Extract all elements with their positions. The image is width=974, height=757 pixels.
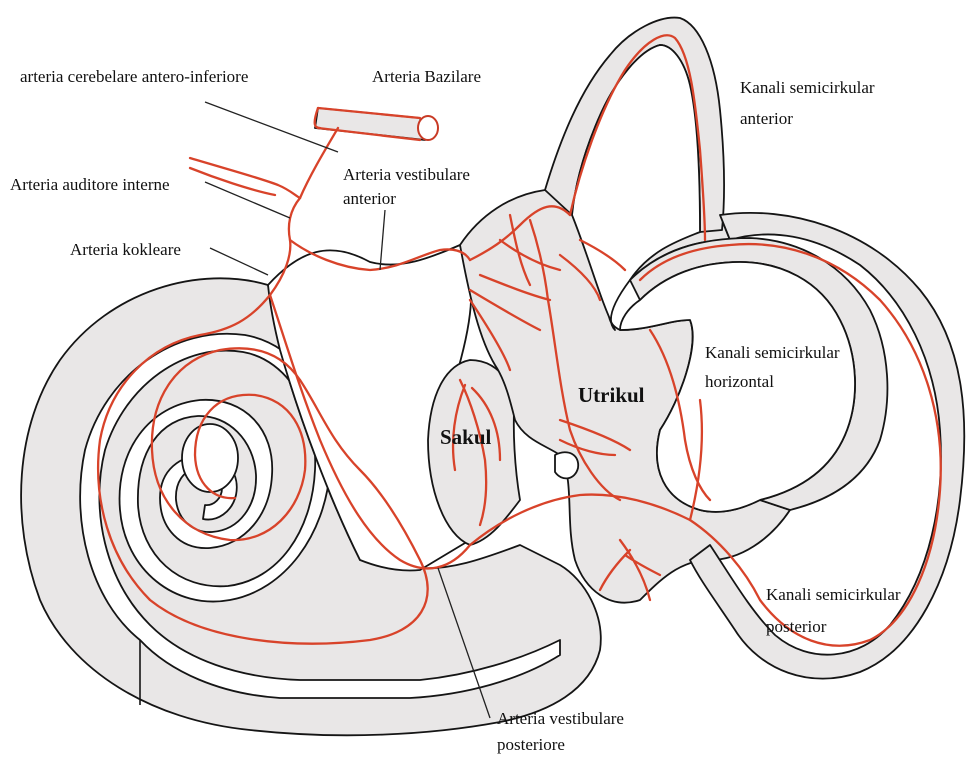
basilar-artery-lumen [418, 116, 438, 140]
label-anterior-canal-2: anterior [740, 109, 793, 128]
leader-cochlear [210, 248, 268, 275]
label-horizontal-canal-2: horizontal [705, 372, 774, 391]
label-horizontal-canal-1: Kanali semicirkular [705, 343, 840, 362]
leader-ant-vestibular [380, 210, 385, 270]
label-ant-vestibular-2: anterior [343, 189, 396, 208]
label-posterior-canal-1: Kanali semicirkular [766, 585, 901, 604]
utricle-notch [555, 452, 578, 478]
label-aica: arteria cerebelare antero-inferiore [20, 67, 248, 86]
label-anterior-canal-1: Kanali semicirkular [740, 78, 875, 97]
label-post-vestibular-1: Arteria vestibulare [497, 709, 624, 728]
label-saccule: Sakul [440, 425, 492, 449]
label-post-vestibular-2: posteriore [497, 735, 565, 754]
label-basilar: Arteria Bazilare [372, 67, 481, 86]
label-cochlear: Arteria kokleare [70, 240, 181, 259]
cochlea-apex-hole [182, 424, 238, 492]
label-utricle: Utrikul [578, 383, 645, 407]
label-posterior-canal-2: posterior [766, 617, 827, 636]
label-ant-vestibular-1: Arteria vestibulare [343, 165, 470, 184]
label-internal-auditory: Arteria auditore interne [10, 175, 170, 194]
